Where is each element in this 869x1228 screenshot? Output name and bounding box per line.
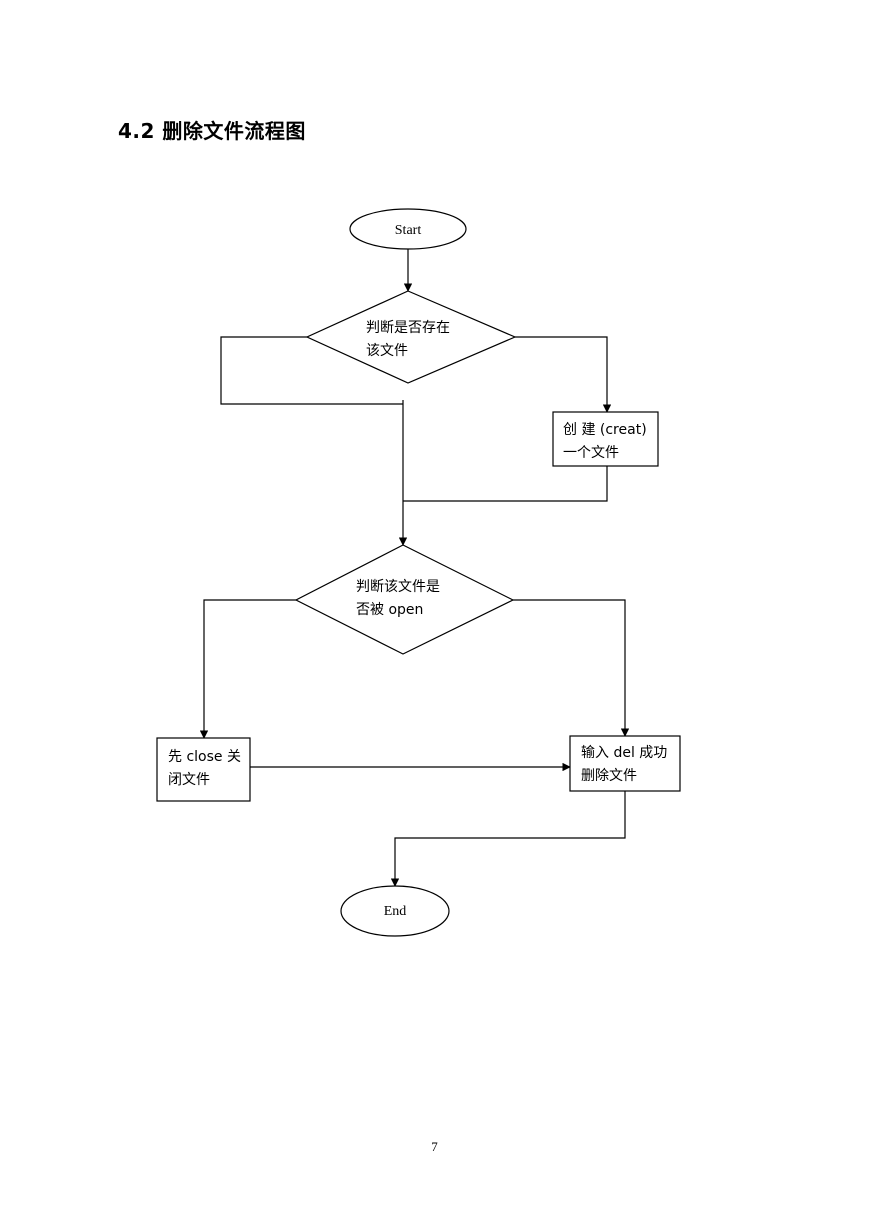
arrow-to-close-file (199, 599, 296, 739)
page-heading: 4.2 删除文件流程图 (118, 119, 306, 143)
process-close-file-line1: 先 close 关 (168, 749, 241, 765)
start-node: Start (349, 208, 467, 250)
end-node: End (340, 885, 450, 937)
process-delete-file-line1: 输入 del 成功 (581, 745, 667, 761)
process-create-file-line2: 一个文件 (563, 445, 619, 461)
process-create-file: 创 建 (creat) 一个文件 (552, 411, 659, 467)
arrow-delete-to-end (390, 791, 626, 887)
page-number: 7 (431, 1139, 438, 1154)
decision-file-open-line1: 判断该文件是 (356, 579, 440, 595)
process-close-file-line2: 闭文件 (168, 772, 210, 788)
decision-file-exists: 判断是否存在 该文件 (305, 290, 517, 384)
arrow-to-create-file (515, 336, 612, 413)
start-label: Start (395, 223, 422, 238)
connector-create-merge (403, 466, 608, 502)
decision-file-exists-line2: 该文件 (366, 343, 408, 359)
process-delete-file: 输入 del 成功 删除文件 (569, 735, 681, 792)
decision-file-open: 判断该文件是 否被 open (294, 544, 515, 655)
decision-file-open-line2: 否被 open (356, 602, 423, 618)
process-delete-file-line2: 删除文件 (581, 768, 637, 784)
arrow-to-delete-file (513, 599, 630, 737)
connector-exists-left (220, 336, 403, 405)
process-create-file-line1: 创 建 (creat) (563, 422, 647, 438)
process-close-file: 先 close 关 闭文件 (156, 737, 251, 802)
end-label: End (384, 904, 407, 919)
decision-file-exists-line1: 判断是否存在 (366, 320, 450, 336)
